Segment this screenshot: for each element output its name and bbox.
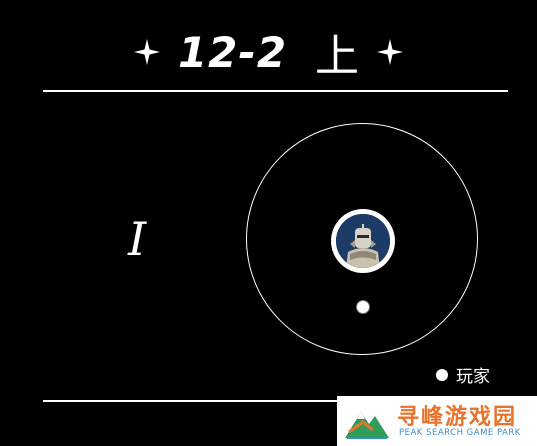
mountain-peak-logo-icon <box>345 412 389 439</box>
header-divider <box>43 90 508 92</box>
sparkle-right-icon <box>377 39 404 65</box>
watermark-en: PEAK SEARCH GAME PARK <box>399 428 521 438</box>
stage-header: 12-2 上 <box>0 22 537 82</box>
player-marker <box>356 300 370 314</box>
sparkle-left-icon <box>133 39 160 65</box>
site-watermark: 寻峰游戏园 PEAK SEARCH GAME PARK <box>337 396 537 446</box>
arena-ring <box>246 123 478 355</box>
footer-divider <box>43 400 338 402</box>
legend: 玩家 <box>436 362 490 387</box>
legend-player-label: 玩家 <box>456 367 490 387</box>
stage-code: 12-2 <box>177 27 288 77</box>
armored-knight-portrait-icon <box>336 214 390 268</box>
stage-half: 上 <box>315 31 360 82</box>
watermark-cn: 寻峰游戏园 <box>397 405 518 430</box>
section-numeral: I <box>128 212 147 266</box>
white-dot-icon <box>436 368 448 381</box>
boss-avatar[interactable] <box>331 209 395 273</box>
